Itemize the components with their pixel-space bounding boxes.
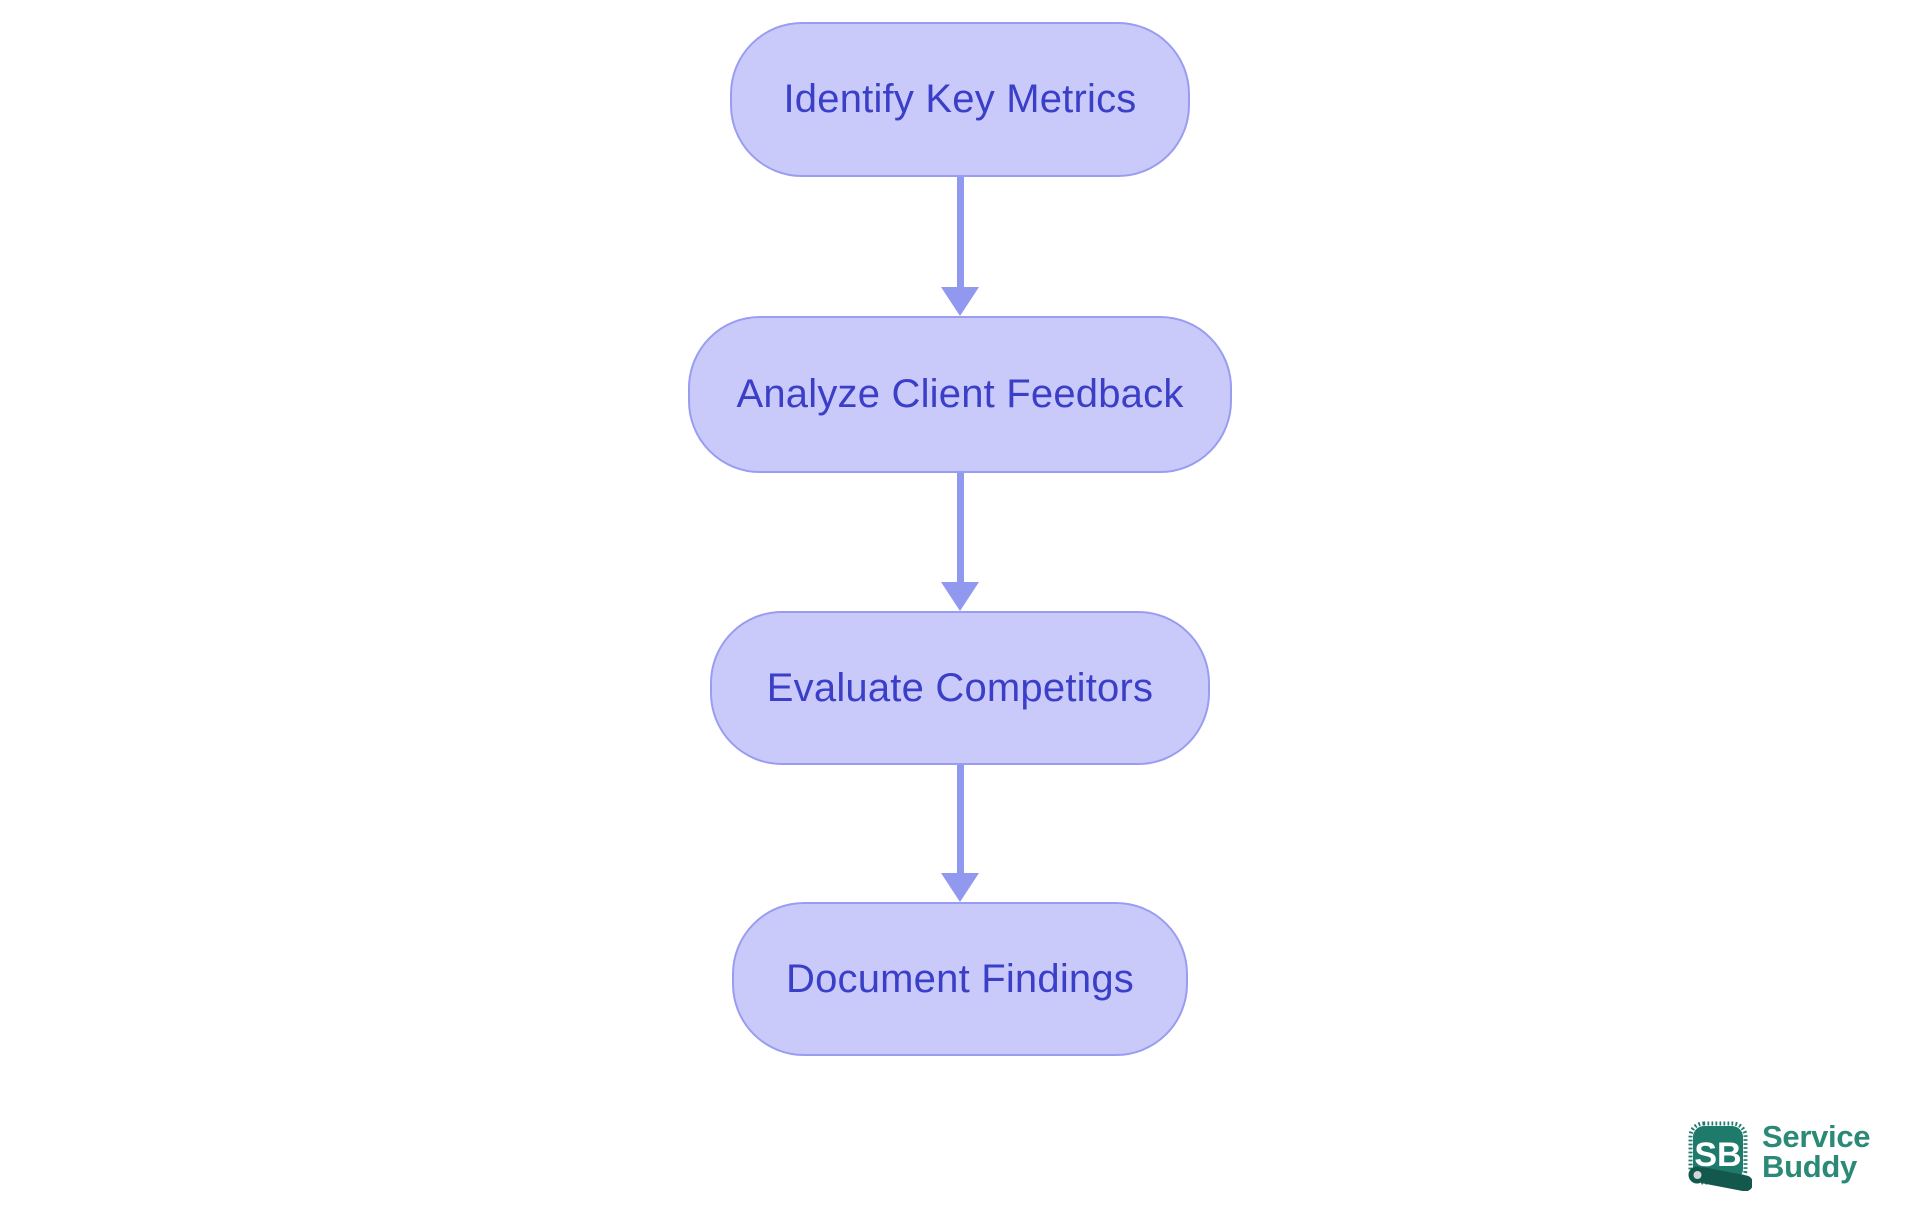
- flow-node-evaluate-competitors: Evaluate Competitors: [710, 611, 1210, 765]
- flow-arrow-1: [941, 177, 979, 316]
- service-buddy-logo: SB Service Buddy: [1686, 1119, 1871, 1191]
- flow-node-label: Document Findings: [785, 956, 1134, 1001]
- arrow-shaft: [956, 473, 964, 584]
- brand-name-line1: Service: [1762, 1119, 1871, 1154]
- sb-badge-icon: SB: [1688, 1121, 1752, 1191]
- flow-node-label: Evaluate Competitors: [766, 665, 1154, 710]
- flow-node-label: Identify Key Metrics: [783, 77, 1137, 121]
- flow-arrow-2: [941, 473, 979, 611]
- roll-end-center: [1693, 1171, 1702, 1179]
- flow-node-identify-key-metrics: Identify Key Metrics: [730, 22, 1190, 177]
- flow-node-label: Analyze Client Feedback: [736, 372, 1184, 416]
- flow-arrow-3: [941, 765, 979, 902]
- brand-name: Service Buddy: [1762, 1119, 1871, 1184]
- badge-roll-icon: [1695, 1167, 1752, 1191]
- arrow-shaft: [956, 765, 964, 875]
- badge-body: [1693, 1126, 1743, 1180]
- flow-node-analyze-client-feedback: Analyze Client Feedback: [688, 316, 1232, 473]
- arrow-down-icon: [941, 873, 979, 902]
- arrow-shaft: [956, 177, 964, 289]
- arrow-down-icon: [941, 287, 979, 316]
- brand-name-line2: Buddy: [1762, 1149, 1857, 1184]
- flow-node-document-findings: Document Findings: [732, 902, 1188, 1056]
- arrow-down-icon: [941, 582, 979, 611]
